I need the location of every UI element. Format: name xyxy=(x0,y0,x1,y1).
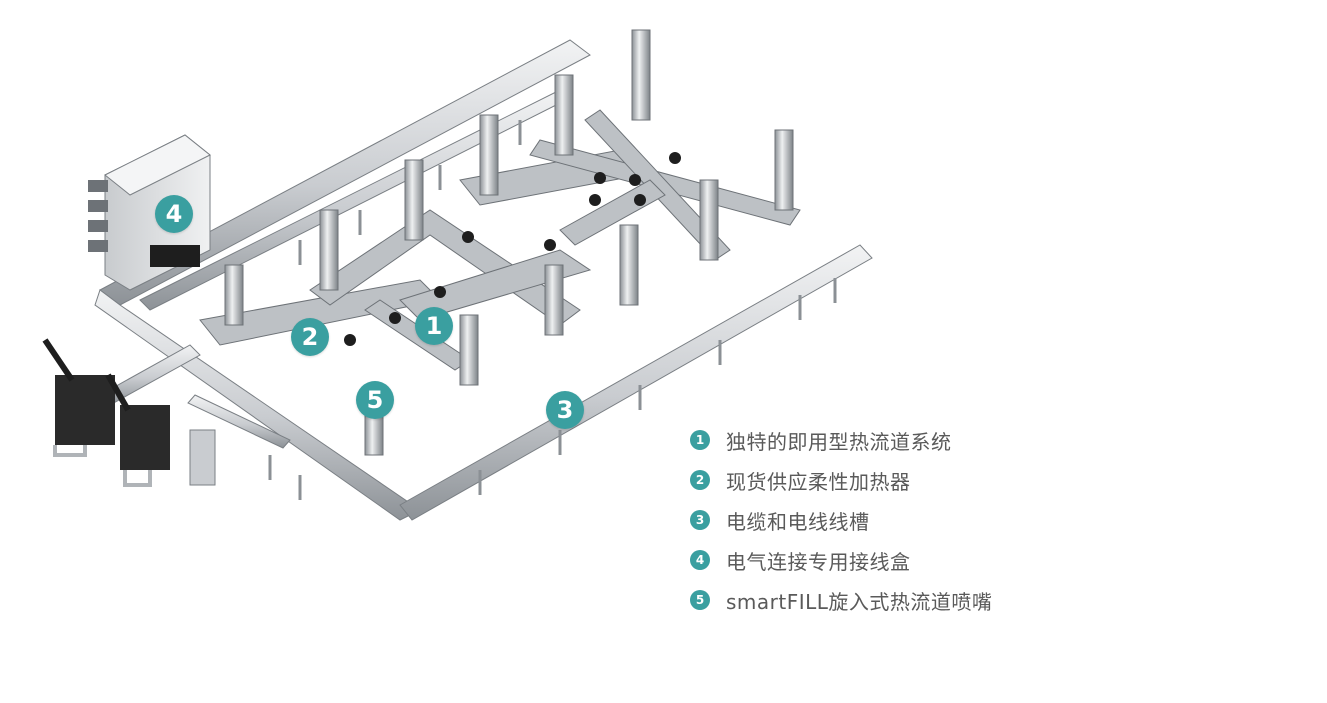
callout-badge-3: 3 xyxy=(546,391,584,429)
legend-number-5: 5 xyxy=(690,590,710,610)
legend-item-5: 5 smartFILL旋入式热流道喷嘴 xyxy=(690,580,1290,620)
manifold xyxy=(199,109,801,371)
legend-label-2: 现货供应柔性加热器 xyxy=(726,469,911,494)
legend-number-2: 2 xyxy=(690,470,710,490)
legend-item-4: 4 电气连接专用接线盒 xyxy=(690,540,1290,580)
legend-item-1: 1 独特的即用型热流道系统 xyxy=(690,420,1290,460)
legend-item-2: 2 现货供应柔性加热器 xyxy=(690,460,1290,500)
callout-badge-1: 1 xyxy=(415,307,453,345)
legend-number-4: 4 xyxy=(690,550,710,570)
connector-plugs xyxy=(42,338,216,487)
callout-badge-2: 2 xyxy=(291,318,329,356)
legend-number-3: 3 xyxy=(690,510,710,530)
legend-label-4: 电气连接专用接线盒 xyxy=(726,549,911,574)
fittings xyxy=(344,152,681,346)
nozzles xyxy=(224,29,794,456)
legend-label-3: 电缆和电线线槽 xyxy=(726,509,870,534)
legend-item-3: 3 电缆和电线线槽 xyxy=(690,500,1290,540)
callout-badge-4: 4 xyxy=(155,195,193,233)
legend-number-1: 1 xyxy=(690,430,710,450)
legend-label-5: smartFILL旋入式热流道喷嘴 xyxy=(726,589,993,614)
legend: 1 独特的即用型热流道系统 2 现货供应柔性加热器 3 电缆和电线线槽 4 电气… xyxy=(690,420,1290,620)
legend-label-1: 独特的即用型热流道系统 xyxy=(726,429,952,454)
cable-tray-frame xyxy=(94,39,873,521)
callout-badge-5: 5 xyxy=(356,381,394,419)
rail-supports xyxy=(268,120,837,500)
